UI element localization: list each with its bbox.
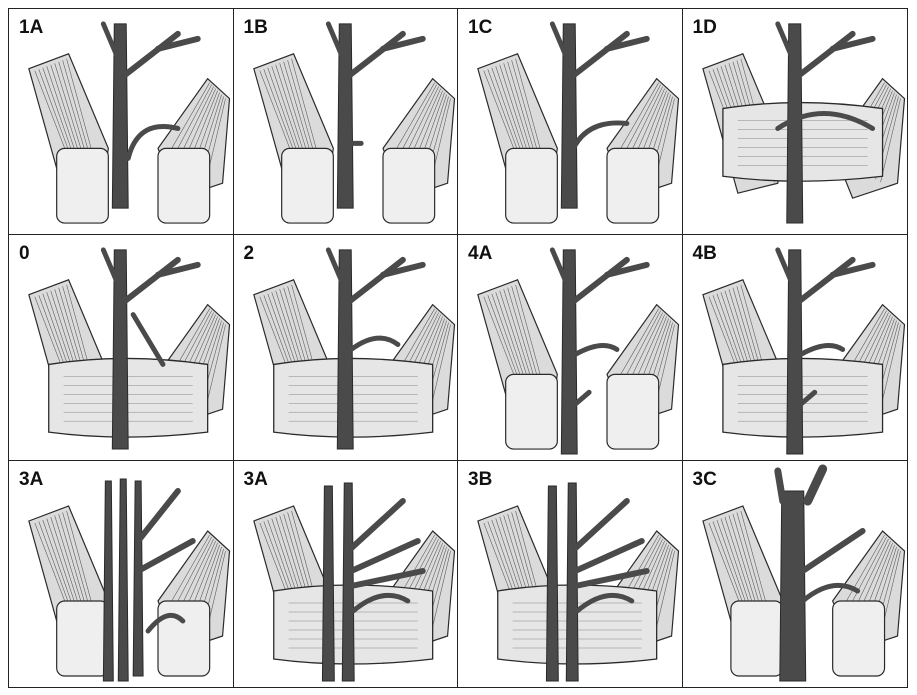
panel-label: 2: [244, 243, 255, 265]
vessel-branch: [569, 34, 627, 79]
panel-label: 1C: [468, 17, 492, 39]
right-tendon-sheath: [607, 148, 659, 223]
vessel-branch: [345, 260, 403, 305]
left-tendon-sheath: [57, 601, 109, 676]
panel-label: 1B: [244, 17, 268, 39]
panel-label: 3A: [19, 469, 43, 491]
panel-1c: 1C: [458, 9, 683, 235]
panel-illustration: [9, 235, 233, 460]
vessel-branch: [351, 338, 398, 349]
vessel-branch: [802, 531, 862, 571]
vessel-branch: [800, 346, 842, 355]
panel-illustration: [458, 9, 682, 234]
vessel-branch: [345, 34, 403, 79]
vessel-branch: [120, 34, 178, 79]
vessel-branch: [133, 315, 163, 365]
vessel-trunk: [342, 483, 354, 681]
left-tendon-sheath: [730, 601, 782, 676]
right-tendon-sheath: [383, 148, 435, 223]
left-tendon-sheath: [506, 148, 558, 223]
vessel-branch: [572, 501, 627, 551]
panel-label: 4B: [693, 243, 717, 265]
vessel-trunk: [546, 486, 558, 681]
vessel-trunk: [322, 486, 334, 681]
panel-label: 1D: [693, 17, 717, 39]
panel-label: 3A: [244, 469, 268, 491]
panel-illustration: [234, 9, 458, 234]
panel-illustration: [683, 235, 908, 460]
panel-label: 3B: [468, 469, 492, 491]
panel-0: 0: [9, 235, 234, 461]
panel-3a-right: 3A: [234, 461, 459, 687]
panel-label: 1A: [19, 17, 43, 39]
panel-illustration: [683, 9, 908, 234]
left-tendon-sheath: [506, 374, 558, 449]
vessel-trunk: [133, 481, 143, 676]
panel-4b: 4B: [683, 235, 908, 461]
panel-1b: 1B: [234, 9, 459, 235]
panel-illustration: [458, 461, 682, 687]
left-tendon-sheath: [57, 148, 109, 223]
figure-grid: 1A 1B 1C 1D 0 2 4A 4B 3A 3A 3B 3C: [8, 8, 908, 688]
vessel-branch: [575, 346, 617, 355]
panel-illustration: [9, 461, 233, 687]
vessel-trunk: [779, 491, 805, 681]
vessel-branch: [794, 260, 852, 305]
right-tendon-sheath: [158, 148, 210, 223]
vessel-branch: [575, 392, 589, 404]
right-tendon-sheath: [158, 601, 210, 676]
panel-illustration: [9, 9, 233, 234]
vessel-branch: [138, 491, 178, 541]
vessel-trunk: [118, 479, 128, 681]
panel-label: 0: [19, 243, 30, 265]
vessel-branch: [794, 34, 852, 79]
panel-label: 4A: [468, 243, 492, 265]
vessel-branch: [807, 469, 822, 501]
vessel-branch: [348, 501, 403, 551]
panel-illustration: [683, 461, 908, 687]
panel-3a-left: 3A: [9, 461, 234, 687]
panel-3b: 3B: [458, 461, 683, 687]
panel-1a: 1A: [9, 9, 234, 235]
vessel-branch: [120, 260, 178, 305]
panel-1d: 1D: [683, 9, 908, 235]
right-tendon-sheath: [832, 601, 884, 676]
vessel-branch: [569, 260, 627, 305]
panel-2: 2: [234, 235, 459, 461]
vessel-trunk: [103, 481, 113, 681]
panel-illustration: [234, 235, 458, 460]
panel-illustration: [458, 235, 682, 460]
vessel-branch: [777, 471, 782, 501]
panel-label: 3C: [693, 469, 717, 491]
panel-3c: 3C: [683, 461, 908, 687]
right-tendon-sheath: [607, 374, 659, 449]
panel-4a: 4A: [458, 235, 683, 461]
left-tendon-sheath: [281, 148, 333, 223]
vessel-trunk: [566, 483, 578, 681]
panel-illustration: [234, 461, 458, 687]
